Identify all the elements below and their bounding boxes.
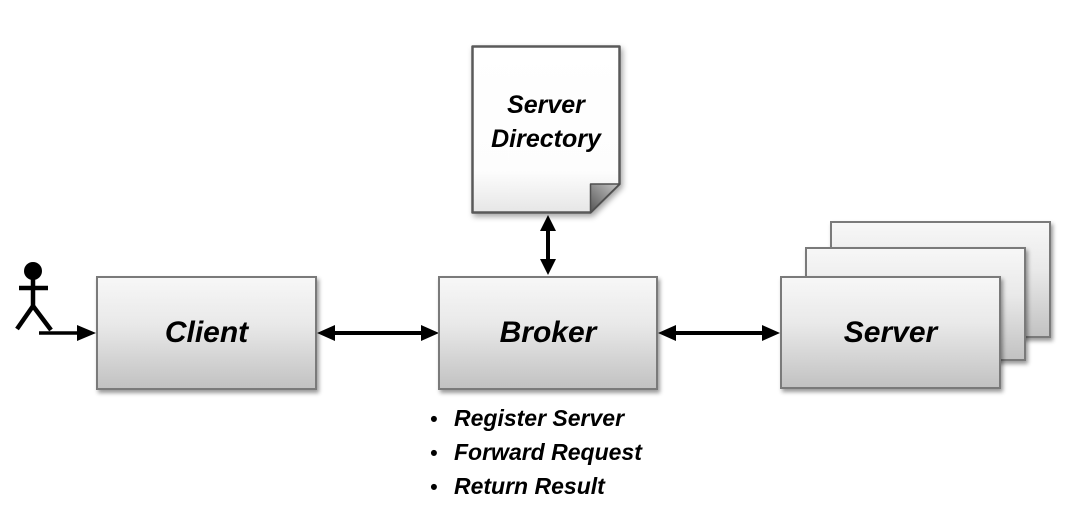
- actor-stick-figure-icon: [15, 262, 53, 332]
- server-directory-label: Server Directory: [470, 88, 622, 156]
- broker-server-double-arrow: [658, 325, 780, 341]
- server-node: Server: [780, 276, 1001, 389]
- list-item-text: Register Server: [454, 405, 625, 431]
- broker-node: Broker: [438, 276, 658, 390]
- client-label: Client: [164, 316, 249, 349]
- broker-directory-double-arrow: [540, 215, 556, 275]
- broker-label: Broker: [499, 316, 597, 349]
- list-item: • Forward Request: [430, 435, 710, 469]
- bullet-icon: •: [430, 408, 438, 431]
- server-directory-node: Server Directory: [470, 44, 622, 215]
- server-directory-label-line1: Server: [507, 91, 585, 119]
- list-item: • Register Server: [430, 401, 710, 435]
- list-item-text: Return Result: [454, 473, 605, 499]
- list-item-text: Forward Request: [454, 439, 642, 465]
- bullet-icon: •: [430, 442, 438, 465]
- client-node: Client: [96, 276, 317, 390]
- bullet-icon: •: [430, 476, 438, 499]
- broker-responsibilities-list: • Register Server • Forward Request • Re…: [430, 401, 710, 503]
- document-icon: [471, 45, 621, 214]
- server-directory-label-line2: Directory: [491, 125, 601, 153]
- server-label: Server: [843, 315, 938, 349]
- client-broker-double-arrow: [317, 325, 439, 341]
- list-item: • Return Result: [430, 469, 710, 503]
- actor-to-client-arrow: [39, 325, 96, 341]
